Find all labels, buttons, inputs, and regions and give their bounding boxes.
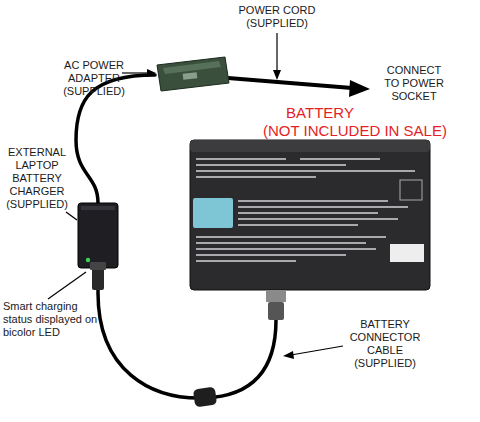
adapter-highlight xyxy=(163,61,221,74)
li-ion-badge xyxy=(193,198,233,228)
battery-top-edge xyxy=(190,140,430,152)
battery-print-line xyxy=(196,242,366,244)
adapter-body xyxy=(157,57,229,91)
callout-label: CONNECT TO POWER SOCKET xyxy=(380,64,448,103)
charger-body xyxy=(78,203,118,268)
leader-line xyxy=(66,212,77,220)
battery-print-line xyxy=(360,170,415,172)
battery-print-line xyxy=(238,206,408,208)
battery-print-line xyxy=(238,212,378,214)
battery-connector xyxy=(266,290,286,302)
dc-plug-collar xyxy=(90,262,106,270)
battery-print-line xyxy=(196,158,286,160)
leader-arrowhead xyxy=(273,70,281,80)
battery-print-line xyxy=(196,176,316,178)
leader-line xyxy=(48,272,86,299)
battery-print-line xyxy=(238,218,398,220)
node-label: EXTERNAL LAPTOP BATTERY CHARGER (SUPPLIE… xyxy=(0,146,74,211)
battery-print-line xyxy=(300,158,380,160)
battery-print-line xyxy=(196,164,346,166)
battery-print-line xyxy=(238,200,388,202)
battery-print-line xyxy=(238,224,358,226)
power-adapter: AC POWER ADAPTER (SUPPLIED) xyxy=(155,55,230,95)
barcode-sticker xyxy=(390,244,424,262)
battery-print-line xyxy=(196,260,296,262)
charger-highlight xyxy=(81,206,115,210)
leader-line xyxy=(122,72,149,73)
dc-plug xyxy=(92,268,104,290)
battery-print-line xyxy=(196,236,386,238)
battery-body xyxy=(190,140,430,290)
battery-print-line xyxy=(196,248,376,250)
safety-symbol xyxy=(400,180,422,200)
edge-label: BATTERY CONNECTOR CABLE (SUPPLIED) xyxy=(345,318,425,370)
node-label: BATTERY xyxy=(260,104,380,122)
node-label: (NOT INCLUDED IN SALE) xyxy=(245,122,465,140)
laptop-battery: BATTERY(NOT INCLUDED IN SALE) xyxy=(190,140,430,320)
battery-charger: EXTERNAL LAPTOP BATTERY CHARGER (SUPPLIE… xyxy=(78,203,118,268)
battery-print-line xyxy=(196,254,346,256)
leader-line xyxy=(291,346,343,355)
laptop-battery-illustration xyxy=(190,140,430,320)
power-adapter-illustration xyxy=(155,55,230,95)
battery-print-line xyxy=(196,170,376,172)
node-label: AC POWER ADAPTER (SUPPLIED) xyxy=(37,59,151,98)
bicolor-led xyxy=(86,258,90,262)
callout-label: Smart charging status displayed on bicol… xyxy=(3,300,99,339)
connector-plug xyxy=(268,302,284,320)
power-cord-arrowhead xyxy=(349,80,370,97)
leader-arrowhead xyxy=(283,351,294,359)
adapter-sticker xyxy=(183,72,198,79)
battery-charger-illustration xyxy=(78,203,118,268)
power-cord xyxy=(228,78,352,88)
leader-line xyxy=(276,33,277,72)
ferrite-bead xyxy=(193,387,217,408)
callout-label: POWER CORD (SUPPLIED) xyxy=(232,4,322,30)
